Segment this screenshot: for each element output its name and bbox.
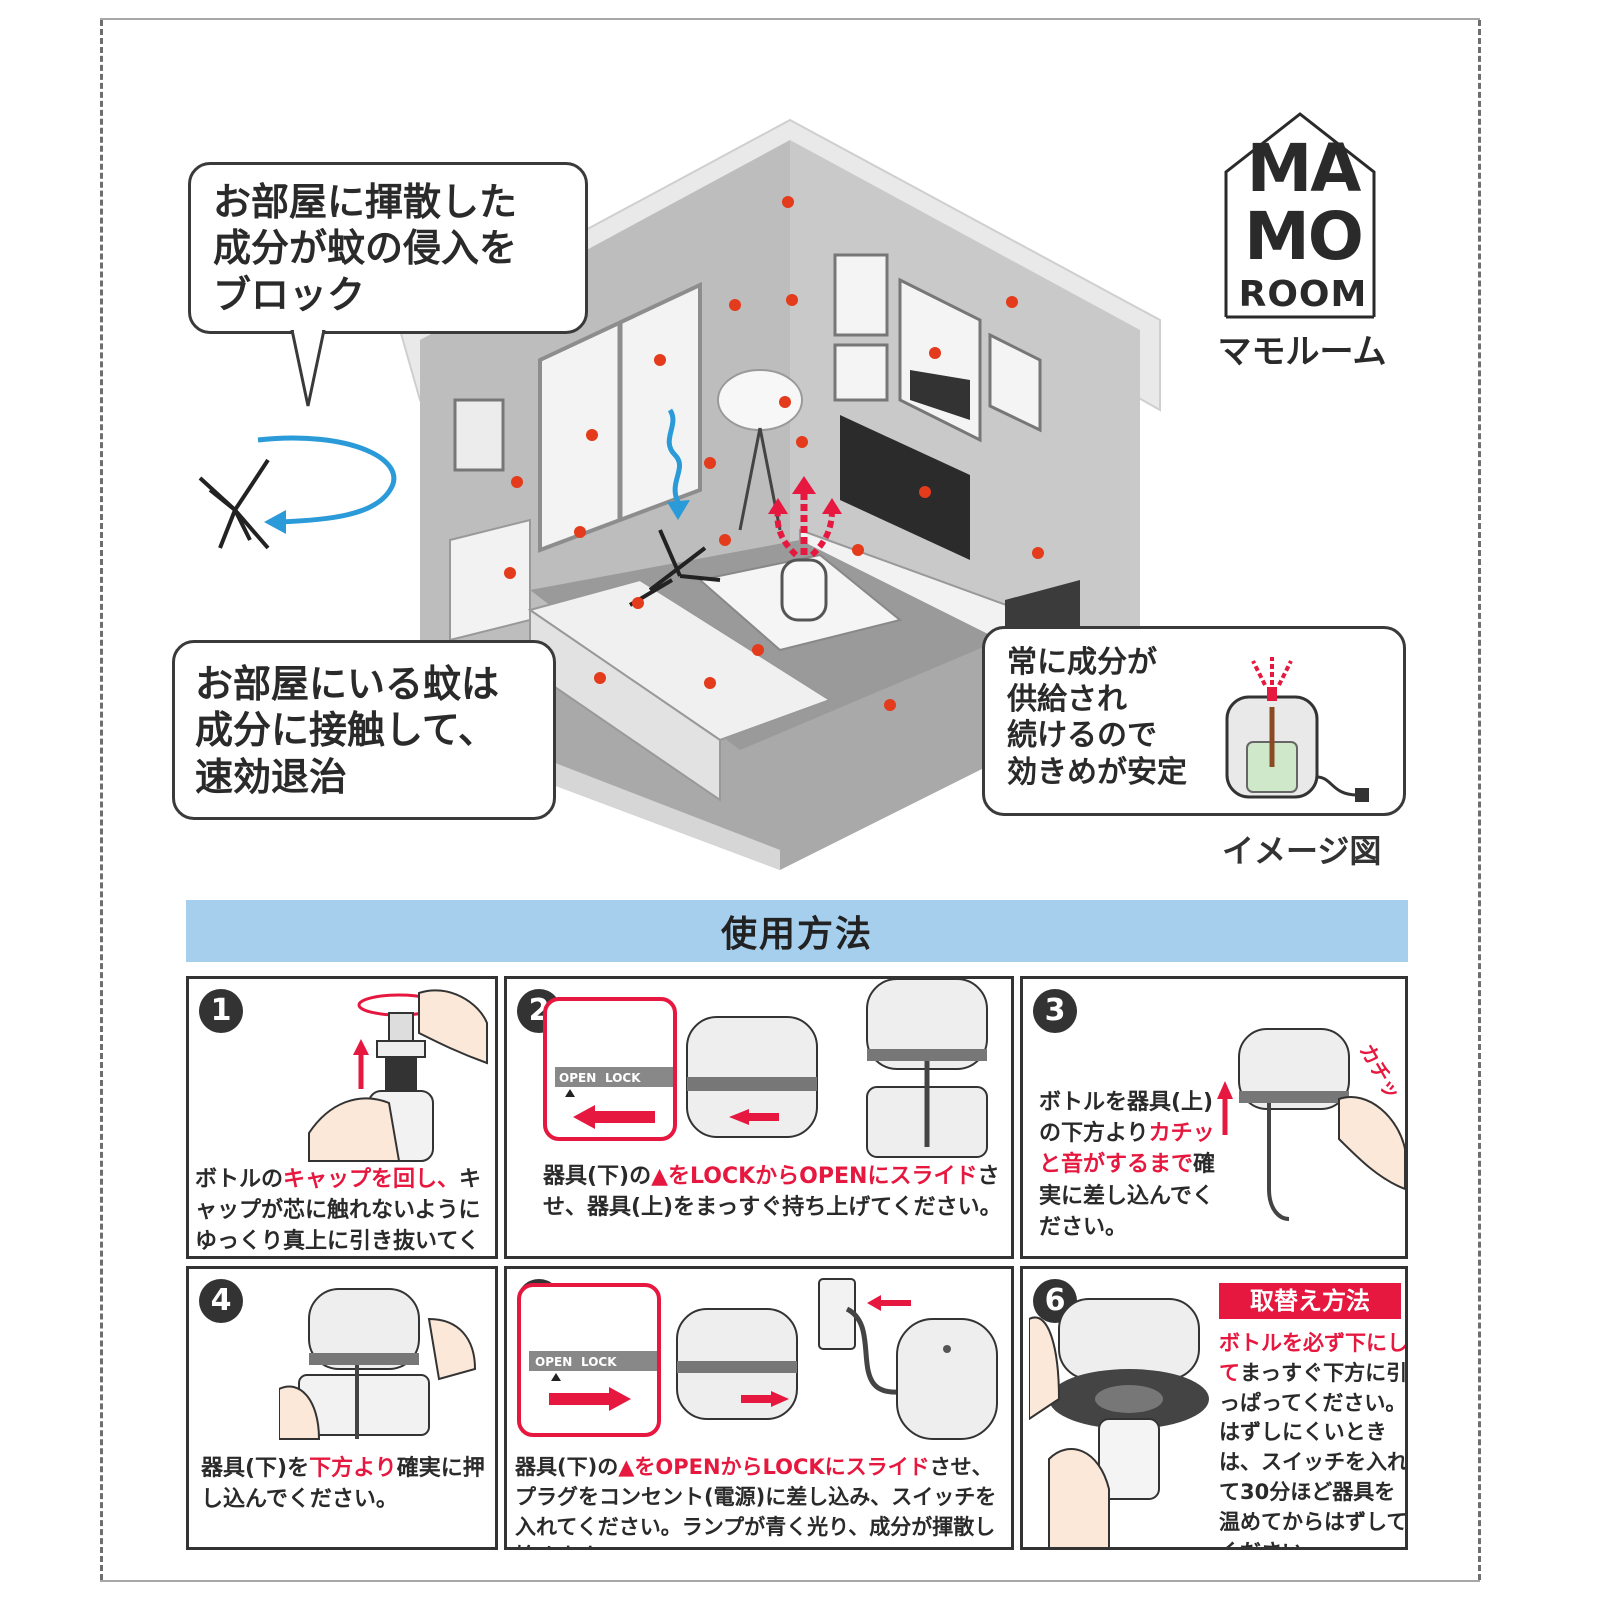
step-4-panel: 4 器具(下)を下方より確実に押し込んでください。 — [186, 1266, 498, 1550]
plug-in-illustration — [676, 1278, 998, 1440]
callout-block-invasion: お部屋に揮散した 成分が蚊の侵入を ブロック — [188, 162, 588, 334]
callout-stable-effect: 常に成分が 供給され 続けるので 効きめが安定 — [982, 626, 1406, 816]
logo-kana: マモルーム — [1217, 332, 1387, 372]
push-device-illustration — [279, 1288, 477, 1440]
step-number: 4 — [199, 1279, 243, 1323]
cut-line-left — [100, 20, 103, 1580]
cut-line-right — [1478, 20, 1481, 1580]
room-illustration — [398, 118, 1161, 870]
step-5-text: 器具(下)の▲をOPENからLOCKにスライドさせ、プラグをコンセント(電源)に… — [515, 1455, 997, 1547]
step-3-panel: 3 カチッ ボトルを器具(上)の下方よりカチッと音がするまで確実に差し込んでくだ… — [1020, 976, 1408, 1259]
step-4-text: 器具(下)を下方より確実に押し込んでください。 — [201, 1456, 485, 1513]
slide-switch-closeup: OPEN LOCK — [543, 997, 677, 1141]
svg-text:LOCK: LOCK — [581, 1355, 617, 1369]
step-1-text: ボトルのキャップを回し、キャップが芯に触れないようにゆっくり真上に引き抜いてくだ… — [195, 1167, 482, 1255]
svg-text:LOCK: LOCK — [605, 1071, 641, 1085]
insert-bottle-illustration: カチッ — [1217, 1028, 1405, 1221]
step-6-panel: 6 取替え方法 ボトルを必ず下にしてまっすぐ下方に引っぱってください。はずしにく… — [1020, 1266, 1408, 1550]
usage-title: 使用方法 — [720, 914, 873, 955]
callout-tail — [290, 330, 326, 407]
step-5-panel: 5 OPEN LOCK 器具(下)の▲をOPENからLOCKにスライドさせ、プラ… — [504, 1266, 1014, 1550]
step-1-panel: 1 ボトルのキャップを回し、キャップが芯に触れないようにゆっくり真上に引き抜いて… — [186, 976, 498, 1259]
step-2-text: 器具(下)の▲をLOCKからOPENにスライドさせ、器具(上)をまっすぐ持ち上げ… — [543, 1164, 1002, 1221]
svg-text:カチッ: カチッ — [1355, 1040, 1405, 1104]
step-6-text: ボトルを必ず下にしてまっすぐ下方に引っぱってください。はずしにくいときは、スイッ… — [1219, 1331, 1408, 1547]
device-cutaway-icon — [1225, 657, 1369, 802]
image-caption: イメージ図 — [1222, 832, 1382, 870]
callout-contact-text: お部屋にいる蚊は 成分に接触して、 速効退治 — [195, 662, 500, 799]
usage-header: 使用方法 — [186, 900, 1408, 962]
step-3-text: ボトルを器具(上)の下方よりカチッと音がするまで確実に差し込んでください。 — [1039, 1090, 1216, 1240]
callout-supply-text: 常に成分が 供給され 続けるので 効きめが安定 — [1007, 645, 1187, 790]
cut-line-bottom — [100, 1580, 1480, 1582]
logo-line2: MO — [1244, 198, 1364, 275]
outside-mosquito-illustration — [198, 435, 397, 550]
replacement-method-title: 取替え方法 — [1219, 1283, 1401, 1319]
logo-line1: MA — [1246, 130, 1362, 207]
step-number: 1 — [199, 989, 243, 1033]
remove-cap-illustration — [308, 989, 488, 1162]
house-outline-icon — [1224, 112, 1376, 319]
step-2-panel: 2 OPEN LOCK 器具(下)の▲をLOCKからOPENにスライドさせ、器具… — [504, 976, 1014, 1259]
step-number: 3 — [1033, 989, 1077, 1033]
lift-device-illustration — [686, 979, 988, 1158]
cut-line-top — [100, 18, 1480, 20]
replace-bottle-illustration — [1029, 1298, 1209, 1547]
callout-block-text: お部屋に揮散した 成分が蚊の侵入を ブロック — [213, 180, 518, 317]
logo-line3: ROOM — [1238, 274, 1368, 315]
callout-fast-kill: お部屋にいる蚊は 成分に接触して、 速効退治 — [172, 640, 556, 820]
svg-text:OPEN: OPEN — [535, 1355, 572, 1369]
step-number: 6 — [1033, 1279, 1077, 1323]
slide-lock-closeup: OPEN LOCK — [517, 1283, 661, 1437]
mamoroom-logo: MA MO ROOM マモルーム — [1218, 112, 1386, 372]
svg-text:OPEN: OPEN — [559, 1071, 596, 1085]
mosquito-icon — [198, 458, 270, 550]
